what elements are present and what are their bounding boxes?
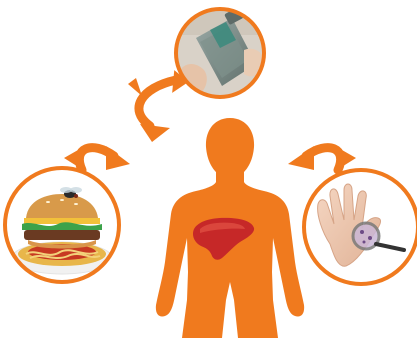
- right-node-hand: [304, 170, 417, 284]
- arrow-left: [64, 146, 130, 170]
- arrow-top: [128, 68, 190, 142]
- human-body-silhouette: [156, 118, 304, 338]
- contaminated-water-bottle-icon: [172, 5, 272, 105]
- left-node-food: [5, 168, 119, 282]
- arrow-right: [288, 146, 356, 170]
- top-node-water: [172, 5, 272, 105]
